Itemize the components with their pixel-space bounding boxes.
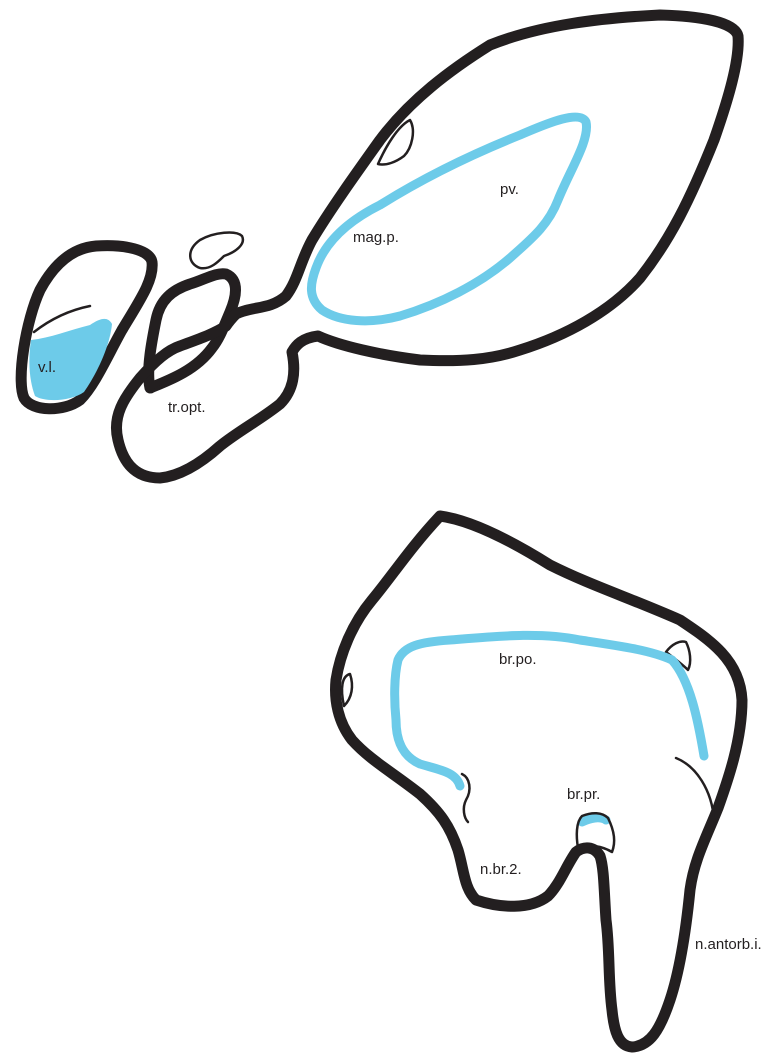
left-edge-notch xyxy=(342,674,352,706)
n-antorb-curve xyxy=(676,758,714,820)
label-n-br-2: n.br.2. xyxy=(480,861,522,878)
small-blob-outline xyxy=(190,233,243,269)
lower-body-outline xyxy=(336,516,742,1047)
label-tr-opt: tr.opt. xyxy=(168,399,206,416)
label-mag-p: mag.p. xyxy=(353,229,399,246)
inner-blue-loop xyxy=(311,117,586,321)
n-br-2-curve xyxy=(462,774,469,822)
main-body-outline xyxy=(116,15,738,478)
label-br-pr: br.pr. xyxy=(567,786,600,803)
label-br-po: br.po. xyxy=(499,651,537,668)
br-po-blue-loop xyxy=(395,635,704,786)
lower-section-figure xyxy=(336,516,742,1047)
br-pr-blue-bar xyxy=(582,818,606,822)
label-vl: v.l. xyxy=(38,359,56,376)
label-n-antorb-i: n.antorb.i. xyxy=(695,936,762,953)
upper-section-figure xyxy=(21,15,738,478)
label-pv: pv. xyxy=(500,181,519,198)
